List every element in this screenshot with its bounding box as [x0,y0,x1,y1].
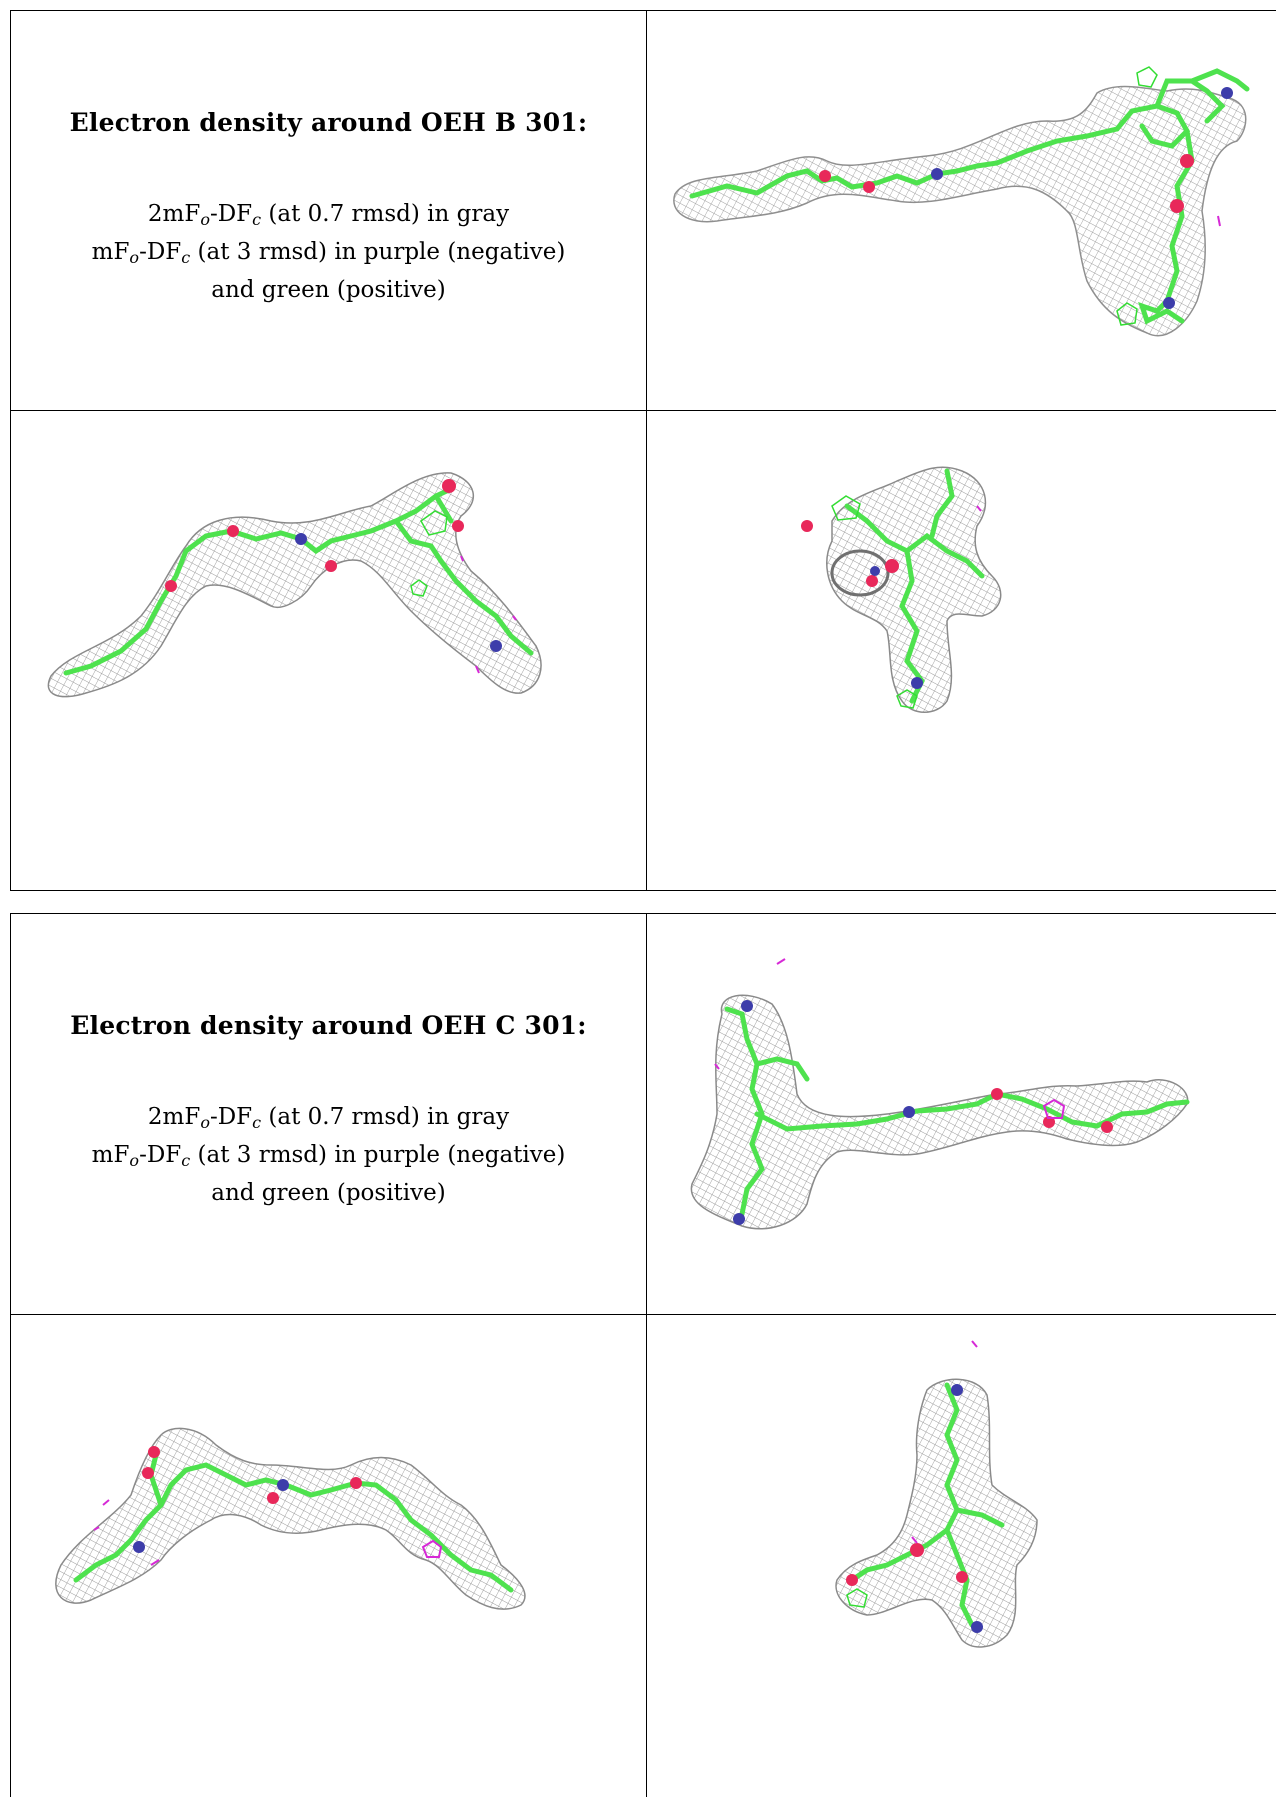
map-fo-fc-line-cont: and green (positive) [211,1180,446,1206]
density-view-2 [11,411,646,892]
density-view-5 [11,1315,646,1798]
nitrogen-atoms [733,1000,915,1225]
ligand-stick-model [63,486,534,676]
column-divider [646,11,647,890]
gray-mesh [690,994,1189,1230]
negative-density [460,555,517,674]
density-render [55,1427,526,1610]
nitrogen-atoms [931,87,1233,309]
row-divider [11,1314,1276,1315]
positive-density [831,495,918,709]
nitrogen-atoms [295,533,502,652]
map-2fo-fc-line: 2mFo-DFc (at 0.7 rmsd) in gray [147,1104,510,1132]
map-fo-fc-line: mFo-DFc (at 3 rmsd) in purple (negative) [91,1142,566,1170]
density-view-3 [647,411,1276,892]
oxygen-atoms [819,154,1194,213]
map-fo-fc-line-cont: and green (positive) [211,277,446,303]
density-render [673,66,1250,337]
negative-density [714,958,1066,1119]
panel-title: Electron density around OEH C 301: [70,1011,587,1040]
density-render [47,472,542,698]
negative-density [911,1340,978,1544]
oxygen-atoms [801,520,899,587]
density-render [835,1340,1038,1648]
map-legend: 2mFo-DFc (at 0.7 rmsd) in gray mFo-DFc (… [11,198,646,307]
nitrogen-atoms [133,1479,289,1553]
map-fo-fc-line: mFo-DFc (at 3 rmsd) in purple (negative) [91,239,566,267]
row-divider [11,410,1276,411]
gray-mesh [826,466,1002,713]
oxygen-atoms [846,1543,968,1586]
density-view-1 [647,11,1276,410]
gray-mesh [55,1427,526,1610]
gray-mesh [835,1378,1038,1648]
negative-density [976,505,982,512]
negative-density [1217,215,1221,227]
oxygen-atoms [142,1446,362,1504]
density-view-4 [647,914,1276,1314]
figure-panel-oeh-c-301: Electron density around OEH C 301: 2mFo-… [10,913,1276,1797]
density-render [801,466,1002,713]
oxygen-atoms [165,479,464,592]
density-view-6 [647,1315,1276,1798]
positive-density [410,510,448,597]
density-render [690,958,1190,1230]
map-2fo-fc-line: 2mFo-DFc (at 0.7 rmsd) in gray [147,201,510,229]
map-legend: 2mFo-DFc (at 0.7 rmsd) in gray mFo-DFc (… [11,1101,646,1210]
gray-mesh [47,472,542,698]
description-cell: Electron density around OEH C 301: 2mFo-… [11,914,646,1314]
description-cell: Electron density around OEH B 301: 2mFo-… [11,11,646,410]
figure-panel-oeh-b-301: Electron density around OEH B 301: 2mFo-… [10,10,1276,891]
positive-density [1116,66,1158,326]
nitrogen-atoms [870,566,923,689]
panel-title: Electron density around OEH B 301: [69,108,588,137]
negative-density [93,1499,443,1566]
column-divider [646,914,647,1797]
ligand-stick-model [849,1382,1005,1628]
nitrogen-atoms [951,1384,983,1633]
gray-mesh [673,85,1247,337]
positive-density [846,1588,868,1608]
